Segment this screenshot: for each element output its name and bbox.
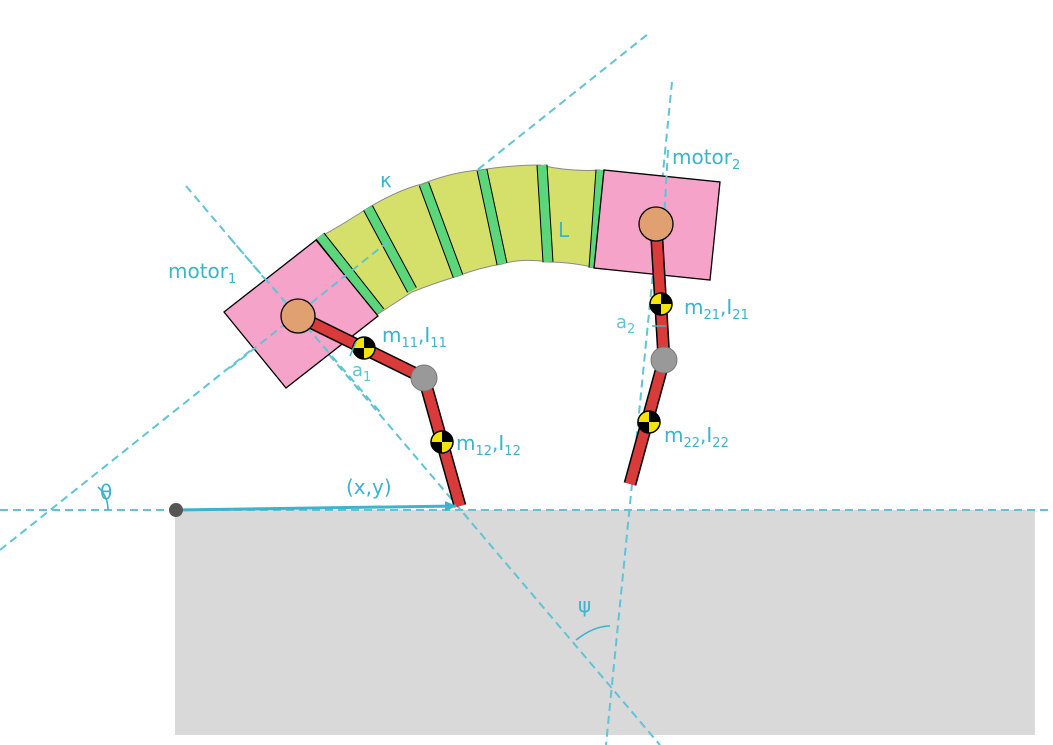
spine-band (477, 169, 507, 265)
kappa-label: κ (380, 168, 392, 192)
m12-label: m12,I12 (456, 431, 521, 459)
position-vector-arrow (175, 501, 457, 512)
com-icon-m21 (649, 292, 673, 316)
motor2-hub-joint (638, 206, 674, 242)
motor1-hub-joint (280, 298, 316, 334)
leg2-knee-joint (650, 346, 678, 374)
spine-band (537, 164, 553, 263)
spine-band (419, 182, 463, 278)
com-icon-m12 (430, 430, 454, 454)
theta-label: θ (100, 480, 112, 504)
motor2-label: motor2 (672, 145, 740, 173)
a2-label: a2 (616, 312, 635, 337)
leg2-upper (651, 223, 669, 361)
a1-tick (349, 341, 357, 357)
spine-band (316, 233, 384, 315)
theta-arc (97, 486, 109, 511)
psi-arc (575, 625, 611, 641)
com-icon-m11 (352, 336, 376, 360)
m22-label: m22,I22 (664, 423, 729, 451)
com-icon-m22 (637, 410, 661, 434)
position-label: (x,y) (346, 475, 392, 499)
m21-label: m21,I21 (684, 295, 749, 323)
leg1-knee-joint (410, 364, 438, 392)
spine-band (364, 205, 416, 293)
body-axis-line (0, 33, 649, 551)
a1-label: a1 (352, 360, 371, 385)
motor1-label: motor1 (168, 259, 236, 287)
body-axis-overlay (229, 239, 391, 369)
psi-label: ψ (578, 593, 591, 617)
origin-dot-icon (169, 503, 183, 517)
length-label: L (558, 218, 570, 242)
ground (175, 510, 1035, 735)
m11-label: m11,I11 (382, 323, 447, 351)
